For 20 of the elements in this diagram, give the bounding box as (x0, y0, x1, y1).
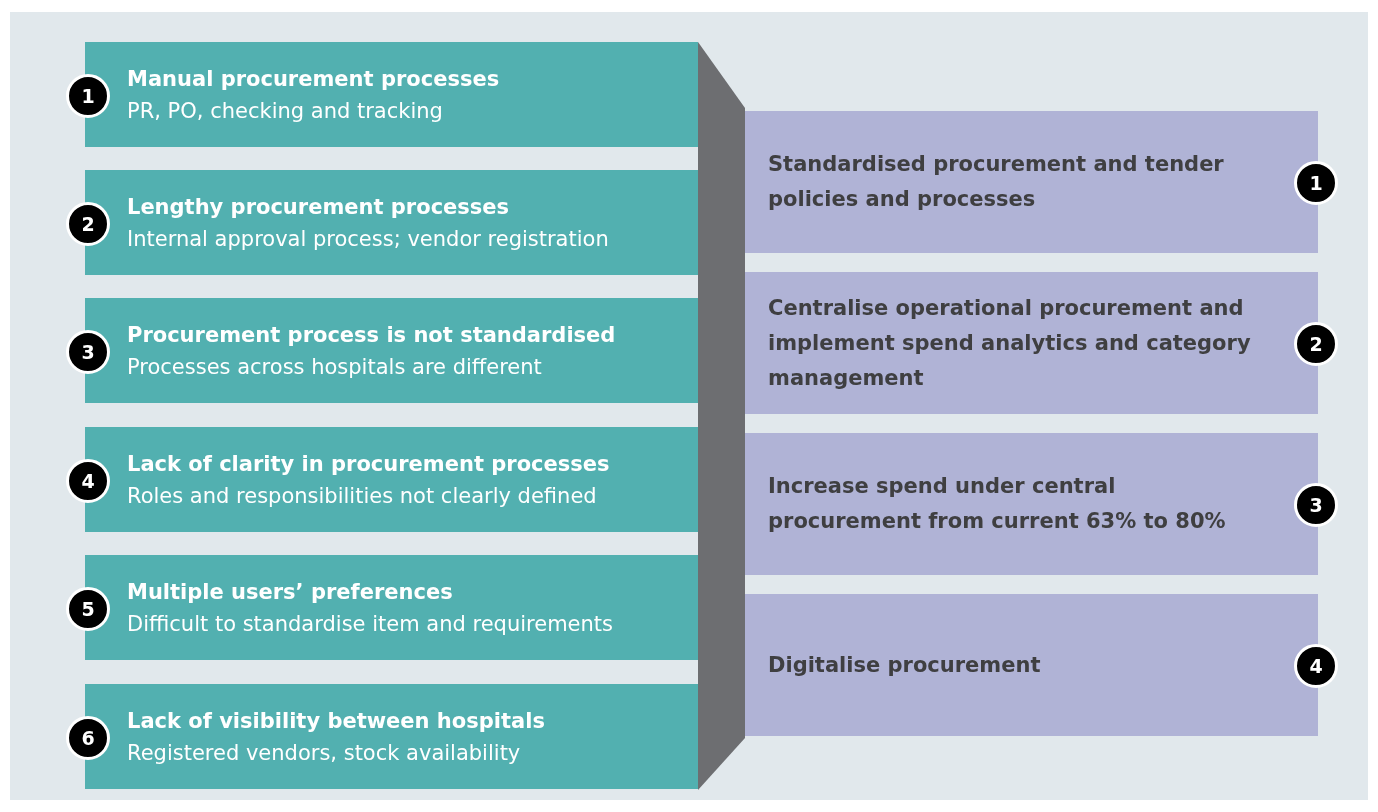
funnel-shape (698, 42, 745, 790)
solution-text: Digitalise procurement (768, 651, 1042, 679)
challenge-description: Registered vendors, stock availability (127, 739, 522, 767)
challenge-box (85, 170, 698, 275)
challenge-description: Difficult to standardise item and requirements (127, 610, 614, 638)
challenge-description: Roles and responsibilities not clearly defined (127, 482, 598, 510)
challenge-heading: Lengthy procurement processes (127, 193, 511, 221)
challenge-heading: Procurement process is not standardised (127, 321, 617, 349)
challenge-heading: Lack of visibility between hospitals (127, 707, 546, 735)
solution-text: Increase spend under central procurement from current 63% to 80% (768, 473, 1227, 535)
challenge-heading: Multiple users’ preferences (127, 578, 454, 606)
challenge-heading: Lack of clarity in procurement processes (127, 450, 611, 478)
challenge-heading: Manual procurement processes (127, 65, 501, 93)
challenge-box (85, 555, 698, 660)
challenge-box (85, 42, 698, 147)
challenge-description: Internal approval process; vendor registration (127, 225, 610, 253)
solution-text: Standardised procurement and tender policies and processes (768, 151, 1225, 213)
solution-text: Centralise operational procurement and implement spend analytics and category management (768, 294, 1252, 392)
challenge-description: PR, PO, checking and tracking (127, 97, 444, 125)
challenge-description: Processes across hospitals are different (127, 353, 543, 381)
